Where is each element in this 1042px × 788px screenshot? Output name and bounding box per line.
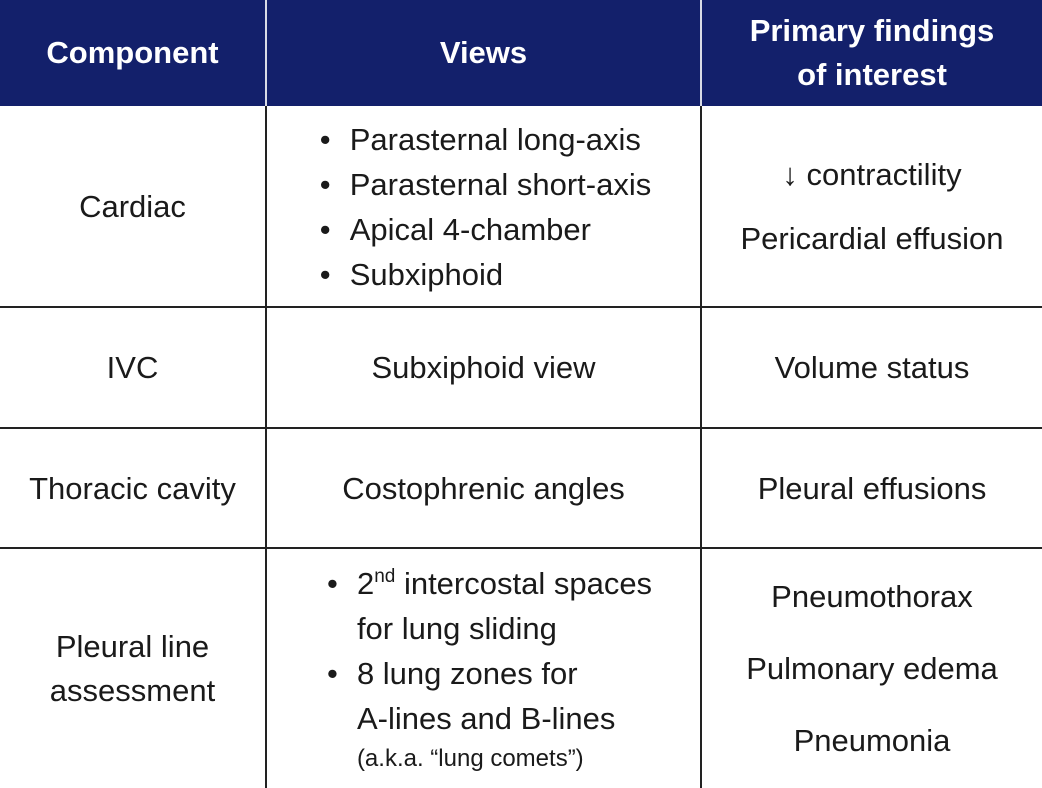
component-cell: Cardiac — [0, 106, 267, 307]
table-header: Component Views Primary findings of inte… — [0, 0, 1042, 106]
component-cell: IVC — [0, 308, 267, 428]
component-cell: Thoracic cavity — [0, 429, 267, 548]
list-item: Parasternal long-axis — [316, 117, 652, 162]
row-divider — [0, 547, 1042, 549]
list-item: Subxiphoid — [316, 252, 652, 297]
header-component: Component — [0, 0, 267, 106]
component-cell: Pleural line assessment — [0, 549, 267, 788]
row-divider — [0, 306, 1042, 308]
views-list: Parasternal long-axis Parasternal short-… — [316, 117, 652, 297]
table-row: Cardiac Parasternal long-axis Parasterna… — [0, 106, 1042, 307]
finding: Pulmonary edema — [746, 650, 998, 686]
findings-cell: Pneumothorax Pulmonary edema Pneumonia — [702, 549, 1042, 788]
findings-cell: Pleural effusions — [702, 429, 1042, 548]
findings-cell: ↓ contractility Pericardial effusion — [702, 106, 1042, 307]
header-views: Views — [267, 0, 702, 106]
findings-cell: Volume status — [702, 308, 1042, 428]
finding: ↓ contractility — [782, 156, 962, 192]
finding: Pneumothorax — [771, 578, 973, 614]
finding: Pericardial effusion — [740, 220, 1004, 256]
table-row: Pleural line assessment 2nd intercostal … — [0, 549, 1042, 788]
views-cell: Costophrenic angles — [267, 429, 702, 548]
finding: Volume status — [774, 350, 970, 385]
table-row: IVC Subxiphoid view Volume status — [0, 308, 1042, 428]
views-cell: Subxiphoid view — [267, 308, 702, 428]
header-findings: Primary findings of interest — [749, 13, 995, 92]
row-divider — [0, 427, 1042, 429]
list-item: Apical 4-chamber — [316, 207, 652, 252]
views-cell: Parasternal long-axis Parasternal short-… — [267, 106, 702, 307]
finding: Pleural effusions — [757, 470, 987, 506]
table-row: Thoracic cavity Costophrenic angles Pleu… — [0, 429, 1042, 548]
finding: Pneumonia — [793, 722, 951, 758]
list-item-note: (a.k.a. “lung comets”) — [356, 744, 584, 772]
list-item: Parasternal short-axis — [316, 162, 652, 207]
